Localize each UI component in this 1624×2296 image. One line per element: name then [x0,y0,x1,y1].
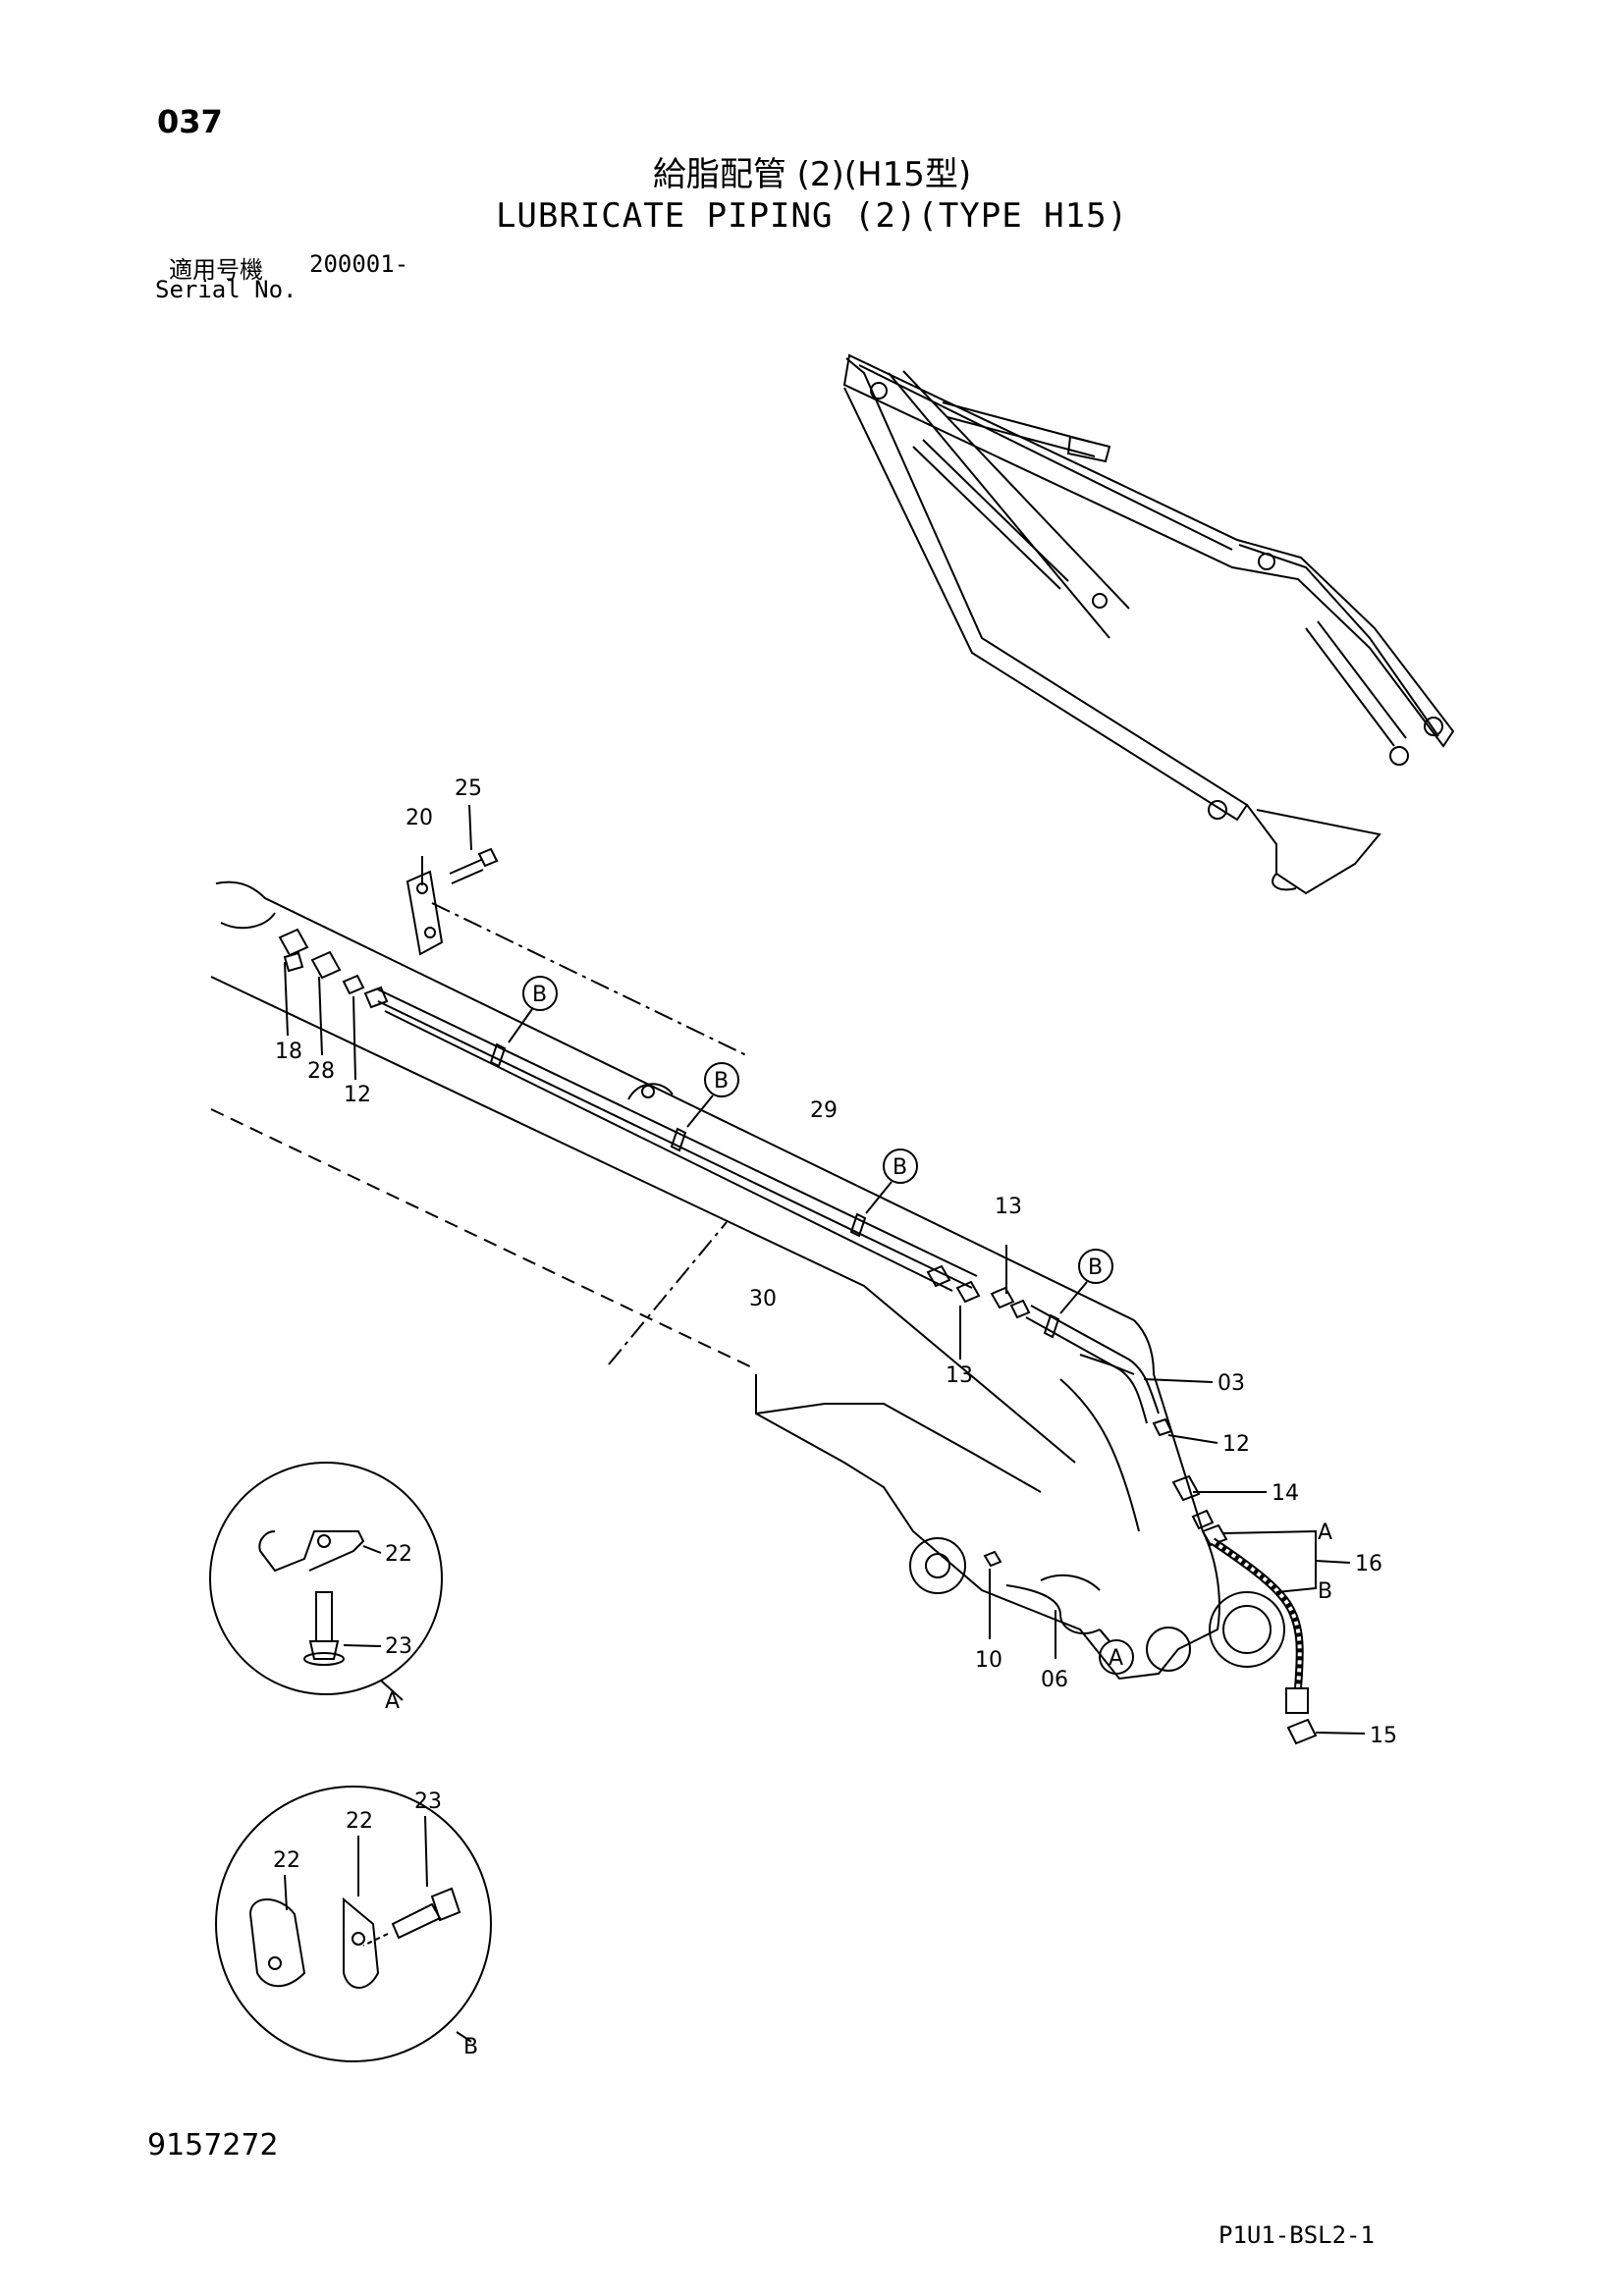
sheet-code: P1U1-BSL2-1 [1218,2221,1375,2249]
serial-label-japanese: 適用号機 [169,256,263,284]
fittings-upper-left [278,804,499,1081]
detail-b-callout-23: 23 [414,1789,442,1814]
circle-b-3: B [893,1155,907,1180]
detail-b-callout-22-right: 22 [346,1809,373,1834]
detail-b-tag: B [463,2035,478,2059]
detail-a-callout-23: 23 [385,1634,412,1659]
callout-12-right: 12 [1222,1432,1250,1457]
callout-labels: 25 20 18 28 12 29 30 13 13 03 12 14 A B … [273,776,1397,2059]
grease-pipes [377,988,1160,1424]
callout-10: 10 [975,1648,1002,1673]
fittings-mid-right [926,1245,1366,1745]
title-english: LUBRICATE PIPING (2)(TYPE H15) [495,196,1129,236]
callout-25: 25 [455,776,482,801]
excavator-overview-illustration [842,353,1455,895]
document-number: 9157272 [147,2128,279,2163]
page-number: 037 [157,103,223,140]
detail-a-view [209,1462,443,1701]
callout-30: 30 [749,1287,777,1311]
circle-b-2: B [714,1069,729,1094]
callout-16-a: A [1318,1521,1332,1545]
callout-06: 06 [1041,1668,1068,1692]
detail-a-callout-22: 22 [385,1542,412,1567]
circle-b-4: B [1088,1255,1103,1280]
callout-18: 18 [275,1040,302,1064]
pipe-clamps [489,1042,1060,1339]
detail-a-tag: A [385,1689,400,1714]
circle-b-1: B [532,983,547,1007]
serial-label-english: Serial No. [155,276,298,303]
callout-13-lower: 13 [946,1363,973,1388]
detail-b-view [215,1786,492,2062]
callout-29: 29 [810,1098,838,1123]
reference-circles [508,976,1134,1675]
callout-12: 12 [344,1083,371,1107]
callout-14: 14 [1272,1481,1299,1506]
callout-16-b: B [1318,1579,1332,1604]
title-japanese: 給脂配管 (2)(H15型) [652,155,972,194]
callout-03: 03 [1218,1371,1245,1396]
serial-number-value: 200001- [309,250,409,278]
callout-13-upper: 13 [995,1195,1022,1219]
callout-16: 16 [1355,1552,1382,1576]
boom-illustration [210,881,1285,1681]
detail-b-callout-22-left: 22 [273,1848,300,1873]
callout-28: 28 [307,1059,335,1084]
callout-15: 15 [1370,1724,1397,1748]
circle-a: A [1109,1646,1123,1671]
callout-20: 20 [406,806,433,830]
